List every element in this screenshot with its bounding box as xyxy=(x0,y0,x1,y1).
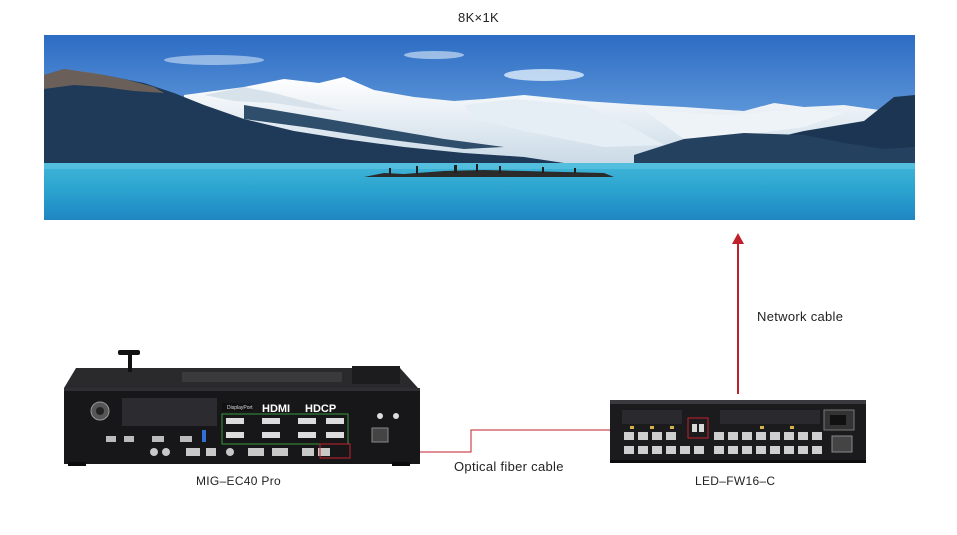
led-fw16-c-device xyxy=(610,400,866,463)
displayport-logo: DisplayPort xyxy=(227,405,253,411)
fiber-port-highlight xyxy=(319,443,351,459)
controller-fiber-port-highlight xyxy=(687,417,709,439)
controller-device-label: LED–FW16–C xyxy=(695,474,776,488)
mountain-lake-image xyxy=(44,35,915,220)
hdmi-logo: HDMI xyxy=(262,403,290,415)
network-cable-arrowhead xyxy=(732,233,744,244)
optical-fiber-cable-label: Optical fiber cable xyxy=(454,459,564,474)
network-cable-label: Network cable xyxy=(757,309,844,324)
hdcp-logo: HDCP xyxy=(305,403,336,415)
mig-ec40-pro-device: DisplayPort HDMI HDCP xyxy=(64,350,420,466)
led-screen-panorama xyxy=(44,35,915,220)
screen-resolution-label: 8K×1K xyxy=(458,10,499,25)
switcher-device-label: MIG–EC40 Pro xyxy=(196,474,281,488)
